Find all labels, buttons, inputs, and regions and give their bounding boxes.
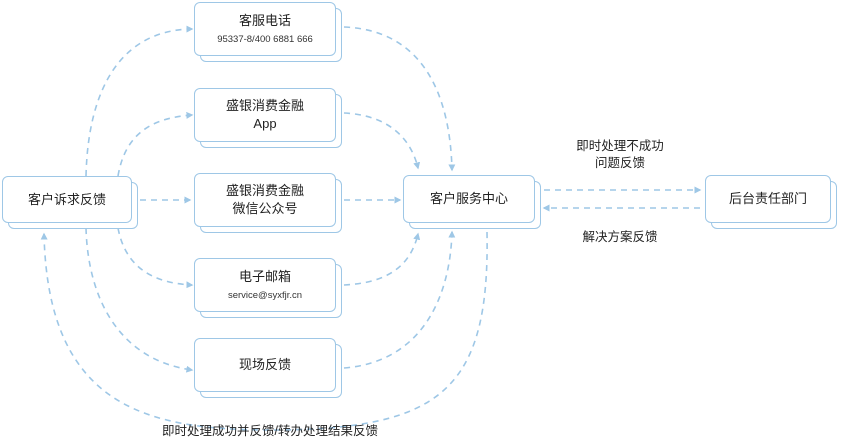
node-phone-number: 95337-8/400 6881 666 (217, 33, 313, 45)
edge-email-center (343, 232, 421, 286)
node-wechat: 盛银消费金融 微信公众号 (194, 173, 342, 233)
node-backend-title: 后台责任部门 (728, 191, 807, 206)
node-customer-request: 客户诉求反馈 (2, 176, 138, 229)
node-phone: 客服电话 95337-8/400 6881 666 (194, 2, 342, 62)
node-face: 盛银消费金融 App (194, 88, 336, 142)
node-email-address: service@syxfjr.cn (227, 289, 303, 301)
edge-phone-center (343, 26, 456, 172)
node-onsite-title: 现场反馈 (238, 357, 291, 372)
node-face: 电子邮箱 service@syxfjr.cn (194, 258, 336, 312)
label-escalation-line2: 问题反馈 (594, 156, 645, 170)
edge-center-customer-loop (40, 231, 488, 431)
edge-onsite-center (343, 230, 456, 369)
node-customer-title: 客户诉求反馈 (27, 191, 106, 207)
edge-customer-onsite (85, 227, 194, 373)
node-service-center: 客户服务中心 (403, 175, 541, 229)
node-wechat-sub: 微信公众号 (232, 201, 298, 216)
label-bottom-feedback: 即时处理成功并反馈/转办处理结果反馈 (162, 424, 378, 438)
label-escalation: 即时处理不成功 问题反馈 (560, 138, 680, 172)
node-email-title: 电子邮箱 (238, 268, 291, 284)
node-app-title: 盛银消费金融 (225, 98, 304, 113)
node-onsite: 现场反馈 (194, 338, 342, 398)
edge-customer-app (117, 111, 194, 177)
node-wechat-title: 盛银消费金融 (225, 183, 304, 198)
edge-customer-email (117, 227, 194, 289)
node-email: 电子邮箱 service@syxfjr.cn (194, 258, 342, 318)
node-face: 客服电话 95337-8/400 6881 666 (194, 2, 336, 56)
node-app-sub: App (253, 116, 277, 131)
node-face: 客户服务中心 (403, 175, 535, 223)
node-face: 后台责任部门 (705, 175, 831, 223)
label-solution-feedback: 解决方案反馈 (582, 230, 658, 244)
node-face: 客户诉求反馈 (2, 176, 132, 223)
node-backend-department: 后台责任部门 (705, 175, 837, 229)
node-face: 现场反馈 (194, 338, 336, 392)
node-center-title: 客户服务中心 (429, 191, 508, 206)
edge-app-center (343, 112, 421, 170)
label-escalation-line1: 即时处理不成功 (576, 139, 664, 153)
edge-customer-phone (85, 25, 194, 177)
node-phone-title: 客服电话 (238, 12, 291, 28)
node-face: 盛银消费金融 微信公众号 (194, 173, 336, 227)
node-app: 盛银消费金融 App (194, 88, 342, 148)
